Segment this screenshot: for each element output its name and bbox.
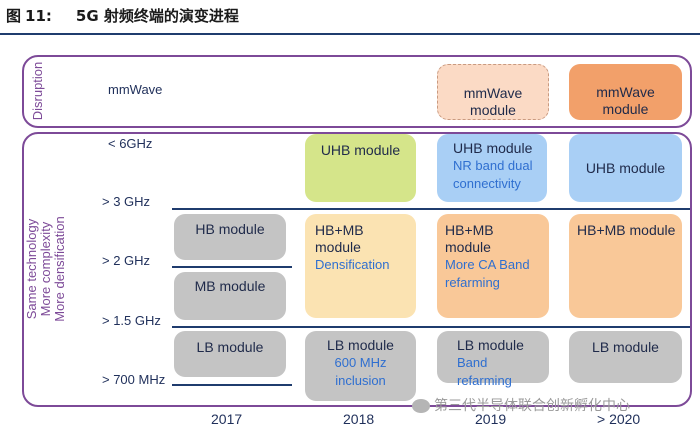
band-line-700mhz [172, 384, 292, 386]
band-line-3ghz [172, 208, 690, 210]
hbmb-module-2019: HB+MB module More CA Band refarming [437, 214, 549, 318]
figure-caption: 5G 射频终端的演变进程 [75, 7, 239, 25]
freq-mmwave: mmWave [108, 82, 163, 97]
uhb-module-2018: UHB module [305, 134, 416, 202]
hbmb-module-2018: HB+MB module Densification [305, 214, 416, 318]
figure-label: 图 [6, 7, 22, 25]
band-line-1-5ghz [172, 326, 690, 328]
uhb-module-2019: UHB module NR band dual connectivity [437, 134, 547, 202]
title-divider [0, 33, 700, 35]
side-label-same-technology: Same technology [24, 218, 39, 320]
mb-module-2017: MB module [174, 272, 286, 320]
disruption-label: Disruption [30, 61, 45, 121]
hbmb-module-2020: HB+MB module [569, 214, 682, 318]
wechat-icon [412, 399, 430, 413]
side-label-more-complexity: More complexity [38, 221, 53, 317]
freq-2ghz: > 2 GHz [102, 253, 151, 268]
watermark: 第三代半导体联合创新孵化中心 [412, 395, 630, 415]
evolution-labels: Same technology More complexity More den… [24, 194, 67, 344]
year-2019: 2019 [475, 411, 507, 427]
year-2017: 2017 [211, 411, 243, 427]
freq-3ghz: > 3 GHz [102, 194, 151, 209]
uhb-module-2020: UHB module [569, 134, 682, 202]
mmwave-module-2019: mmWave module [437, 64, 549, 120]
watermark-text: 第三代半导体联合创新孵化中心 [434, 398, 630, 414]
side-label-more-densification: More densification [52, 216, 67, 322]
600mhz-note: 600 MHz inclusion [334, 355, 387, 388]
lb-module-2017: LB module [174, 331, 286, 377]
figure-number: 11: [25, 7, 52, 25]
year-2020-plus: > 2020 [597, 411, 641, 427]
nr-dual-connectivity-note: NR band dual connectivity [453, 158, 533, 191]
freq-1-5ghz: > 1.5 GHz [102, 313, 161, 328]
densification-note: Densification [315, 257, 390, 272]
evolution-frame [22, 132, 692, 407]
lb-module-2020: LB module [569, 331, 682, 383]
lb-module-2019: LB module Band refarming [437, 331, 549, 388]
lb-module-2018: LB module 600 MHz inclusion [305, 331, 416, 401]
hb-module-2017: HB module [174, 214, 286, 260]
freq-6ghz: < 6GHz [108, 136, 153, 151]
band-line-2ghz [172, 266, 292, 268]
freq-700mhz: > 700 MHz [102, 372, 166, 387]
band-refarming-note: Band refarming [457, 355, 512, 388]
more-ca-note: More CA Band refarming [445, 257, 530, 290]
mmwave-module-2020: mmWave module [569, 64, 682, 120]
disruption-frame [22, 55, 692, 128]
year-2018: 2018 [343, 411, 375, 427]
